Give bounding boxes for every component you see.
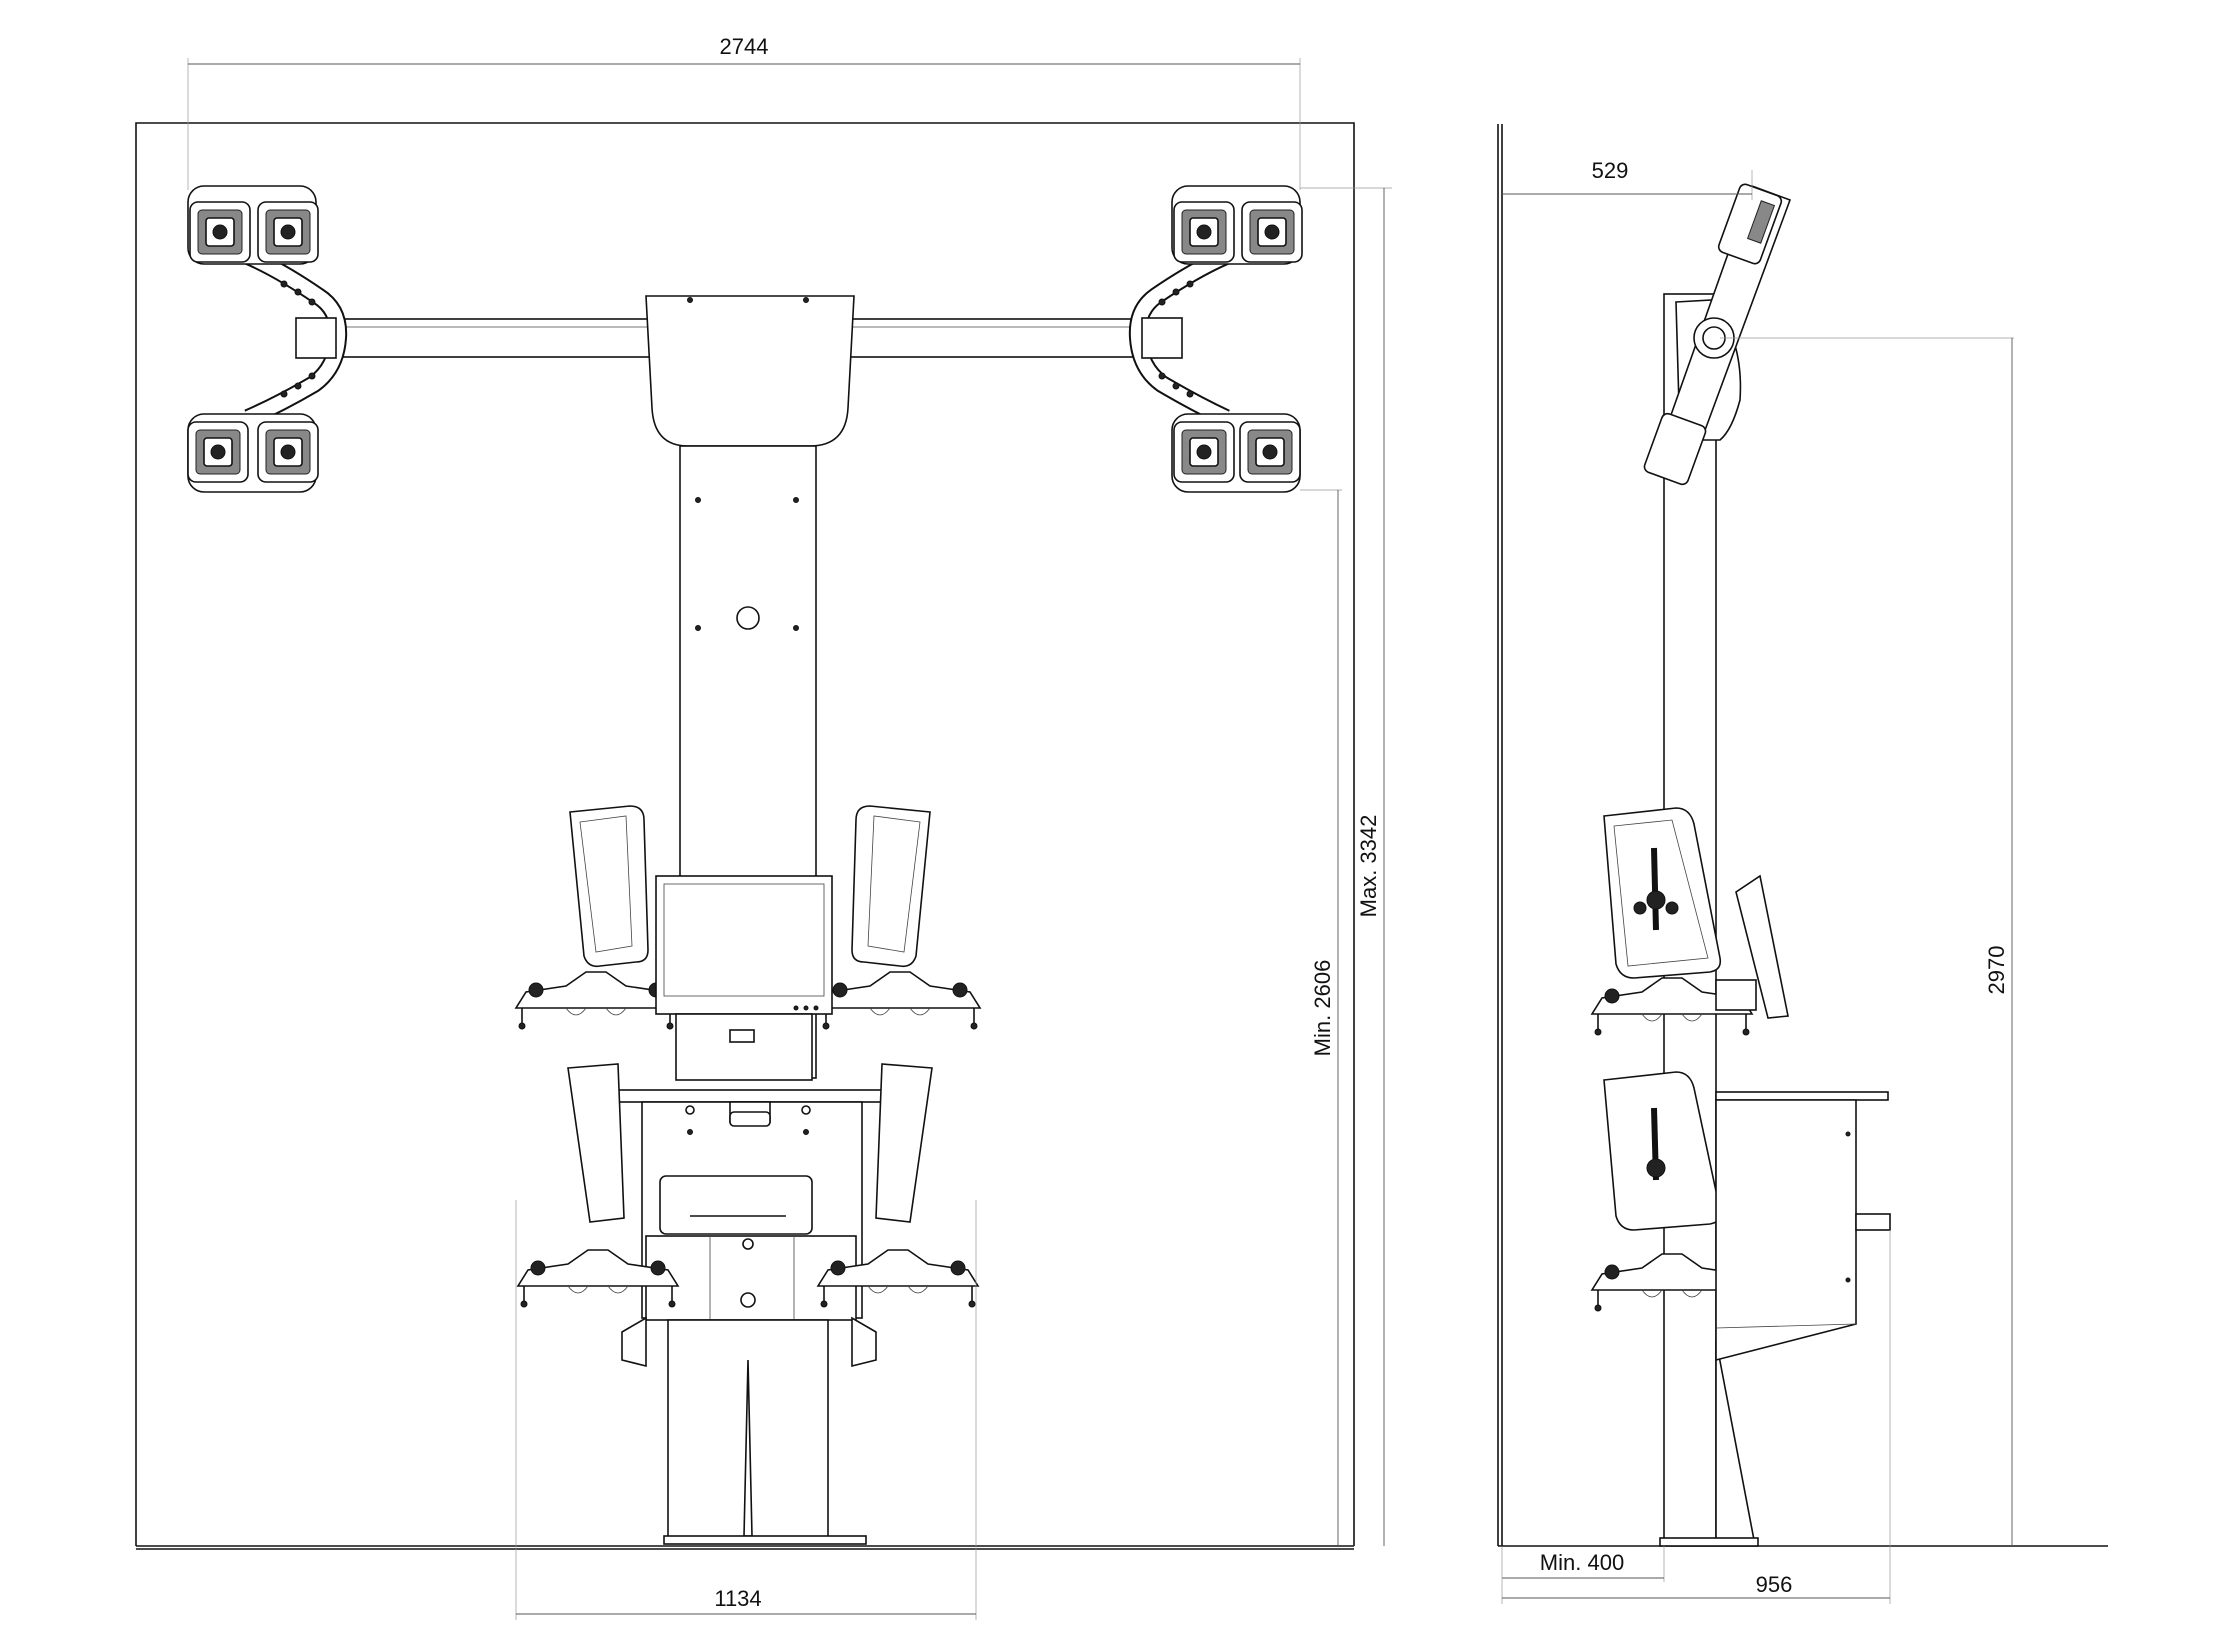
beam-head [645, 295, 855, 447]
side-view [1497, 124, 2108, 1547]
front-targets-upper [515, 805, 981, 1030]
front-targets-lower [517, 1063, 979, 1308]
dim-side-depth: 956 [1756, 1572, 1793, 1597]
front-view [135, 122, 1355, 1550]
dim-front-min-height: Min. 2606 [1310, 960, 1335, 1057]
dim-front-base-width: 1134 [714, 1586, 761, 1611]
dim-side-arm-offset: 529 [1592, 158, 1629, 183]
left-camera-pod [187, 185, 348, 493]
front-room-outline [135, 122, 1355, 1546]
side-target-upper [1591, 807, 1753, 1036]
dimension-labels: 2744 1134 Min. 2606 Max. 3342 529 2970 M… [714, 34, 2009, 1611]
right-camera-pod [1128, 185, 1303, 493]
dim-side-min-depth: Min. 400 [1540, 1550, 1624, 1575]
dim-front-width: 2744 [720, 34, 769, 59]
side-cabinet [1715, 1091, 1891, 1362]
dimension-lines [187, 58, 2014, 1620]
dim-front-max-height: Max. 3342 [1356, 815, 1381, 918]
side-target-lower [1591, 1071, 1753, 1312]
side-camera-arm [1643, 183, 1792, 486]
column-base [663, 1535, 867, 1545]
dim-side-height: 2970 [1984, 946, 2009, 995]
front-monitor [655, 875, 833, 1081]
side-monitor [1735, 874, 1789, 1019]
